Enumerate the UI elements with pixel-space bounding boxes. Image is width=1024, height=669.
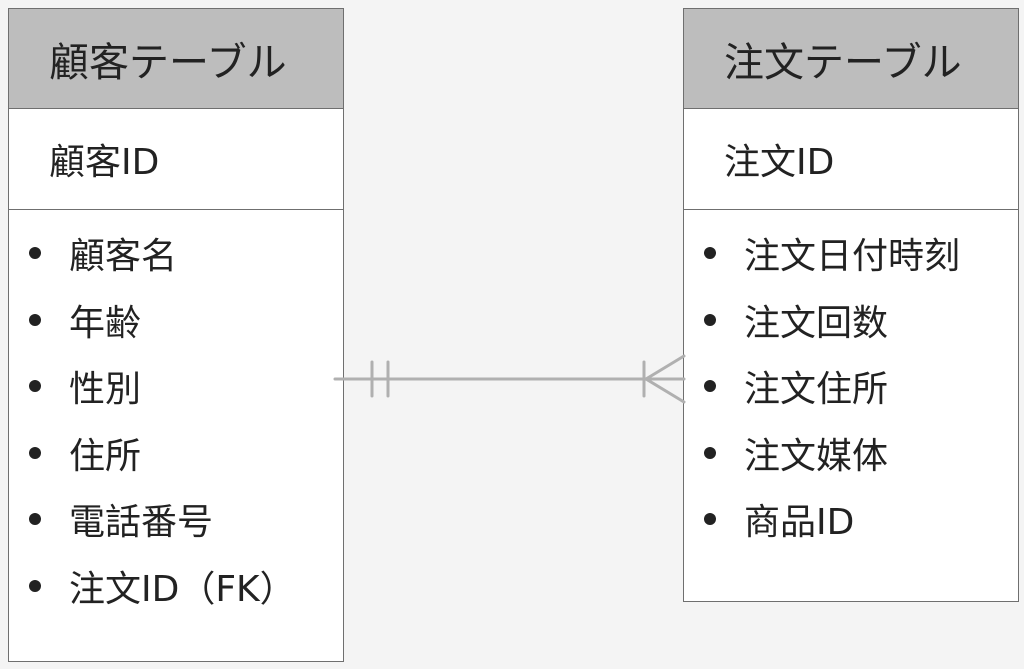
customer-attribute-item: 電話番号: [9, 486, 343, 553]
order-attribute-item: 注文媒体: [684, 420, 1018, 487]
bullet-icon: [704, 513, 716, 526]
bullet-icon: [29, 579, 41, 592]
customer-attribute-list: 顧客名 年齢 性別 住所 電話番号 注文ID（FK）: [9, 210, 343, 619]
crows-foot-upper: [644, 354, 686, 381]
customer-attribute-item: 住所: [9, 420, 343, 487]
customer-attribute-item: 性別: [9, 353, 343, 420]
order-attribute-item: 商品ID: [684, 486, 1018, 553]
customer-primary-key: 顧客ID: [9, 109, 343, 210]
order-attribute-item: 注文日付時刻: [684, 220, 1018, 287]
bullet-icon: [29, 247, 41, 260]
bullet-icon: [29, 380, 41, 393]
customer-attribute-item: 顧客名: [9, 220, 343, 287]
bullet-icon: [704, 313, 716, 326]
customer-attribute-label: 電話番号: [69, 502, 214, 544]
bullet-icon: [704, 446, 716, 459]
bullet-icon: [29, 513, 41, 526]
order-table-title: 注文テーブル: [684, 9, 1018, 109]
bullet-icon: [29, 446, 41, 459]
customer-table-entity[interactable]: 顧客テーブル 顧客ID 顧客名 年齢 性別 住所 電話番号 注文ID（FK）: [8, 8, 344, 662]
order-attribute-item: 注文住所: [684, 353, 1018, 420]
order-attribute-item: 注文回数: [684, 287, 1018, 354]
customer-attribute-label: 顧客名: [69, 236, 178, 278]
crows-foot-lower: [644, 377, 686, 404]
customer-attribute-label: 年齢: [69, 302, 142, 344]
order-primary-key: 注文ID: [684, 109, 1018, 210]
bullet-icon: [704, 247, 716, 260]
order-attribute-label: 注文回数: [744, 302, 889, 344]
order-attribute-label: 注文日付時刻: [744, 236, 961, 278]
customer-attribute-label: 住所: [69, 435, 142, 477]
customer-attribute-item: 年齢: [9, 287, 343, 354]
bullet-icon: [704, 380, 716, 393]
order-attribute-label: 商品ID: [744, 502, 855, 544]
customer-attribute-label: 性別: [69, 369, 142, 411]
customer-attribute-label: 注文ID（FK）: [69, 568, 296, 610]
customer-table-title: 顧客テーブル: [9, 9, 343, 109]
order-attribute-label: 注文住所: [744, 369, 889, 411]
bullet-icon: [29, 313, 41, 326]
order-attribute-label: 注文媒体: [744, 435, 889, 477]
order-attribute-list: 注文日付時刻 注文回数 注文住所 注文媒体 商品ID: [684, 210, 1018, 553]
customer-attribute-item: 注文ID（FK）: [9, 553, 343, 620]
order-table-entity[interactable]: 注文テーブル 注文ID 注文日付時刻 注文回数 注文住所 注文媒体 商品ID: [683, 8, 1019, 602]
